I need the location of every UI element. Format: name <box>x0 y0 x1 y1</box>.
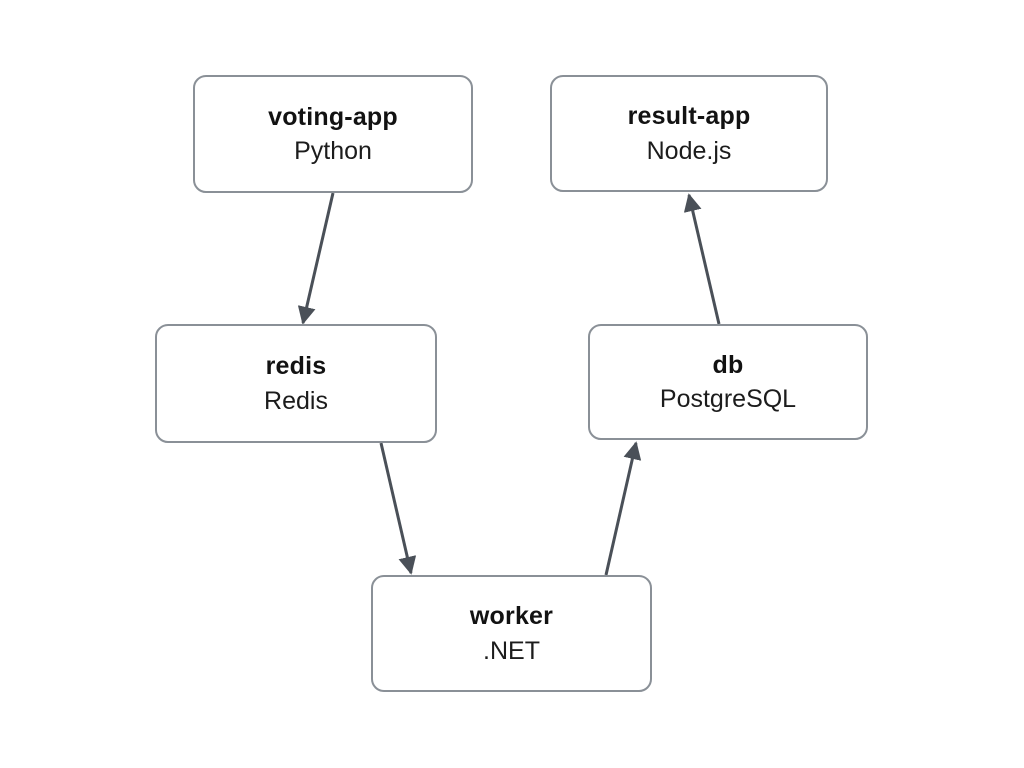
node-redis-label: redis <box>265 352 327 380</box>
node-worker-label: worker <box>469 602 554 630</box>
node-result-app: result-app Node.js <box>550 75 828 192</box>
node-db-label: db <box>712 350 744 379</box>
edge-db-to-result-app <box>683 193 721 325</box>
node-db: db PostgreSQL <box>588 324 868 440</box>
node-voting-app-label: voting-app <box>268 102 398 131</box>
node-result-app-sublabel: Node.js <box>646 136 732 165</box>
edge-redis-to-worker <box>379 442 417 575</box>
edge-worker-to-db <box>604 441 642 576</box>
node-worker-sublabel: .NET <box>483 636 540 665</box>
node-redis: redis Redis <box>155 324 437 443</box>
node-voting-app-sublabel: Python <box>294 137 372 165</box>
node-db-sublabel: PostgreSQL <box>659 385 797 413</box>
node-worker: worker .NET <box>371 575 652 692</box>
node-voting-app: voting-app Python <box>193 75 473 193</box>
node-result-app-label: result-app <box>627 102 751 130</box>
edge-voting-app-to-redis <box>297 192 335 325</box>
node-redis-sublabel: Redis <box>264 386 328 415</box>
